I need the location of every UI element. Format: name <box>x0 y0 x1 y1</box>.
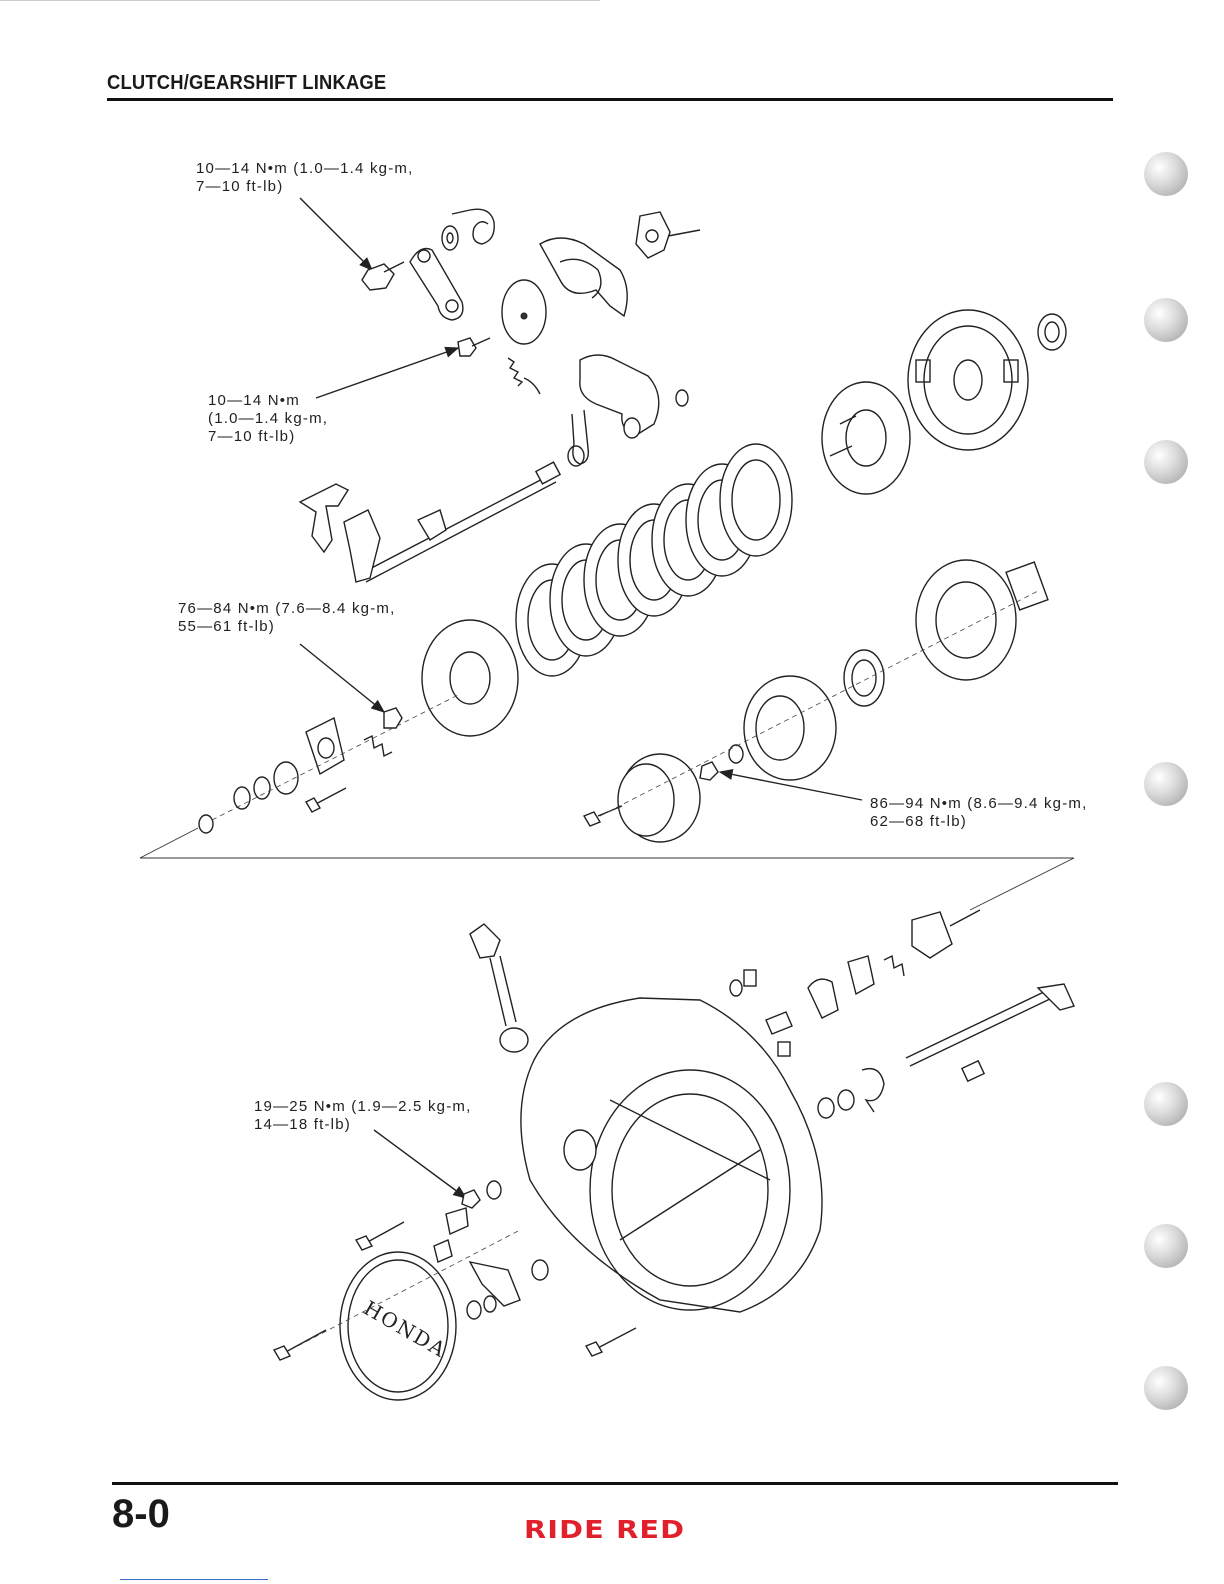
gearshift-plate <box>580 355 688 438</box>
oil-seal-set <box>199 762 298 833</box>
stopper-plate <box>540 238 627 316</box>
clutch-outer <box>908 310 1028 450</box>
right-crankcase-cover <box>521 998 822 1312</box>
starter-ratchet-parts <box>808 910 980 1018</box>
clutch-cover-emblem: HONDA <box>274 1252 456 1400</box>
clutch-center <box>422 620 518 736</box>
return-spring <box>568 410 588 466</box>
oil-filter-rotor <box>744 676 836 780</box>
pressure-plate <box>822 382 910 494</box>
washer <box>442 226 458 250</box>
oil-filler-cap <box>470 924 528 1052</box>
clutch-plate-stack <box>516 444 792 676</box>
shift-arm <box>410 249 463 321</box>
stopper-spring <box>508 358 540 394</box>
clutch-springs <box>364 736 392 756</box>
page-number: 8-0 <box>112 1492 170 1537</box>
lifter-plate <box>306 718 344 774</box>
shift-fork-arm <box>300 484 446 582</box>
drum-center <box>636 212 700 258</box>
filter-cover <box>584 754 700 842</box>
kickstarter-spring-washers <box>818 1061 984 1118</box>
stopper-bolt <box>458 338 490 356</box>
kickstarter-spindle <box>906 984 1074 1066</box>
primary-driven-gear <box>916 560 1048 680</box>
collar <box>1038 314 1066 350</box>
cover-nut-and-washer <box>462 1181 501 1208</box>
footer-rule <box>112 1482 1118 1485</box>
lifter-bolt <box>306 788 346 812</box>
bottom-edge-tab <box>120 1579 268 1580</box>
ride-red-logo: RIDE RED <box>524 1515 685 1544</box>
gearshift-spindle <box>360 462 560 582</box>
one-way-clutch <box>844 650 884 706</box>
cam-plate <box>502 280 546 344</box>
